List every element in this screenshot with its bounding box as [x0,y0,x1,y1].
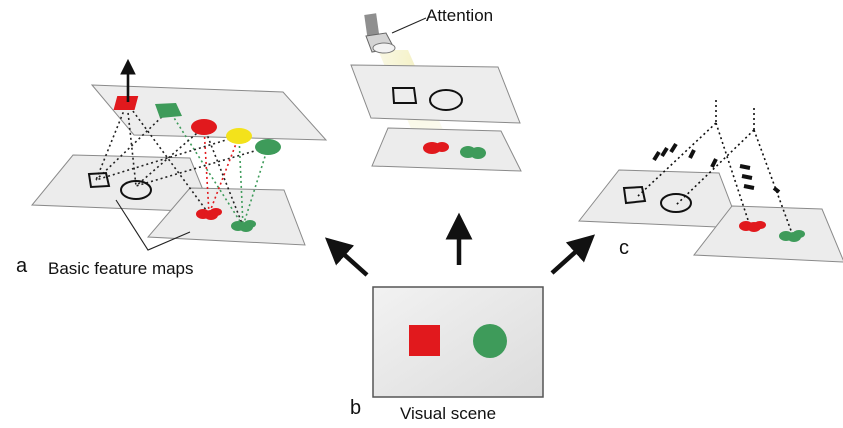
spotlight-icon [364,13,396,54]
panel-a-top-red-square [113,96,139,110]
panel-c-tick-marks [652,142,781,194]
attention-red-blob [423,142,449,154]
attention-top-plane [350,64,521,124]
panel-c-red-blob [739,221,766,232]
visual-scene-frame [372,286,544,398]
panel-c-outline-square [622,185,647,205]
arrow-to-panel-c [550,234,596,275]
visual-scene-red-square [409,325,440,356]
panel-c-green-blob [779,230,805,242]
panel-a [30,58,328,251]
panel-a-top-green-circle [255,139,281,155]
panel-a-outline-circle [120,180,152,200]
panel-c-outline-circle [660,193,692,213]
panel-b-attention [350,13,522,172]
visual-scene-green-circle [473,324,507,358]
attention-outline-square [391,87,418,104]
arrow-to-panel-a [324,237,369,277]
panel-a-top-red-circle [191,119,217,135]
basic-feature-maps-label: Basic feature maps [48,259,194,278]
panel-b-letter: b [350,397,362,419]
panel-c-letter: c [619,237,629,259]
panel-c [578,100,843,263]
panel-a-top-green-square [155,103,182,118]
attention-green-blob [460,146,486,159]
panel-a-green-blob [231,220,256,232]
visual-scene-label: Visual scene [400,404,497,423]
visual-scene [372,286,544,398]
panel-a-top-yellow-circle [226,128,252,144]
panel-a-outline-square [87,171,111,189]
panel-a-connections [95,102,269,227]
panel-a-red-blob [196,208,222,220]
panel-c-shape-map [578,169,741,229]
attention-label-leader [391,17,427,34]
attention-outline-circle [429,89,463,111]
panel-c-color-map [693,205,843,263]
panel-a-color-map [146,187,306,246]
attention-label: Attention [426,6,494,25]
panel-a-letter: a [16,255,28,277]
panel-c-connections [637,100,794,237]
flow-arrows [324,212,596,277]
panel-a-label-bracket [115,199,191,251]
